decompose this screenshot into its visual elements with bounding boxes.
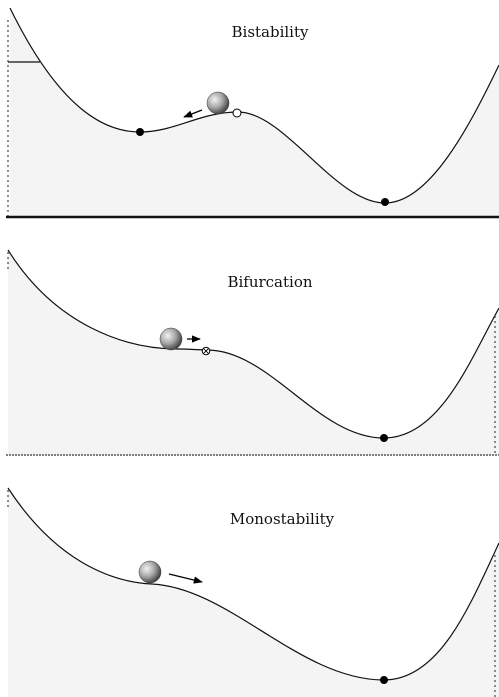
ball-icon bbox=[160, 328, 182, 350]
panel-monostability: Monostability bbox=[8, 488, 499, 697]
unstable-equilibrium-point bbox=[233, 109, 241, 117]
arrow-icon bbox=[169, 574, 202, 582]
panel-bistability: Bistability bbox=[6, 8, 499, 217]
stable-equilibrium-point bbox=[380, 676, 388, 684]
ball-icon bbox=[207, 92, 229, 114]
stable-equilibrium-point bbox=[136, 128, 144, 136]
panel-title: Monostability bbox=[230, 510, 335, 528]
panel-title: Bistability bbox=[232, 23, 310, 41]
stable-equilibrium-point bbox=[380, 434, 388, 442]
ball-icon bbox=[139, 561, 161, 583]
panel-bifurcation: Bifurcation bbox=[6, 250, 499, 455]
arrow-icon bbox=[184, 110, 202, 117]
stable-equilibrium-point bbox=[381, 198, 389, 206]
panel-title: Bifurcation bbox=[227, 273, 312, 291]
saddle-node-point bbox=[202, 347, 210, 355]
